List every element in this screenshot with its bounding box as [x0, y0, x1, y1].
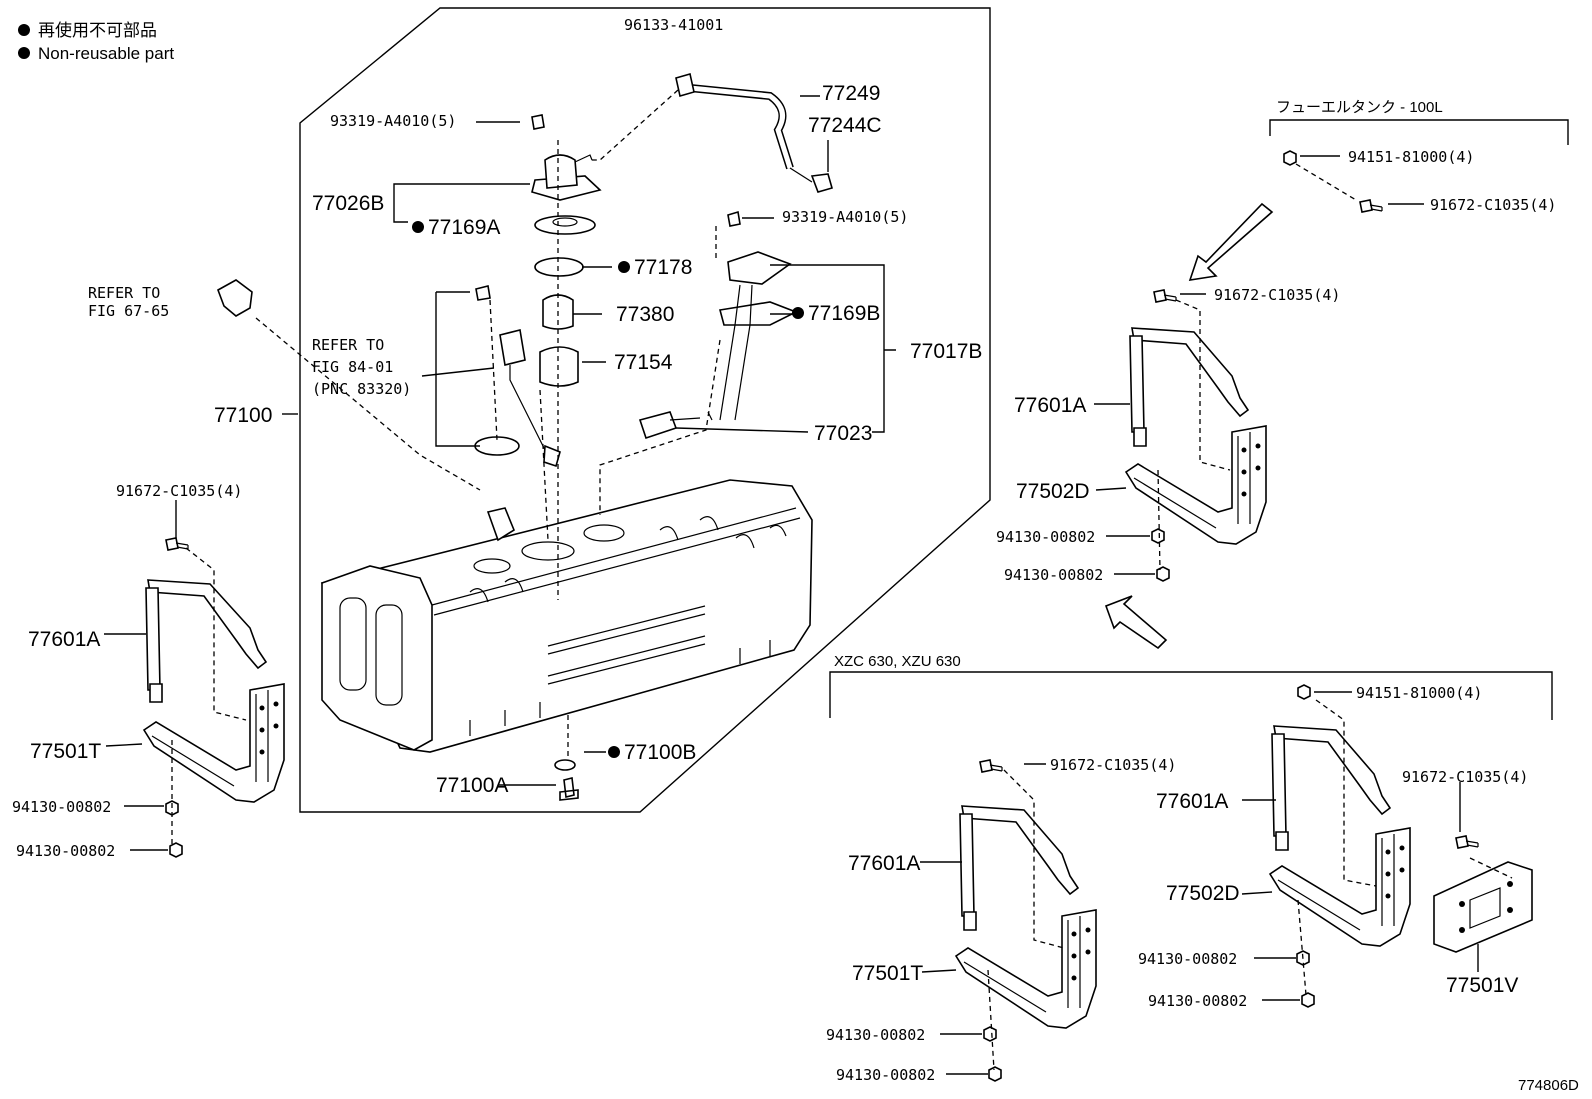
pump-assembly-part [638, 210, 798, 440]
refer-part-icon [217, 279, 253, 317]
part-91672-bm: 91672-C1035(4) [1050, 756, 1176, 774]
refer-pnc: (PNC 83320) [312, 380, 411, 398]
part-94130-br1: 94130-00802 [1138, 950, 1237, 968]
figure-id: 774806D [1518, 1077, 1579, 1094]
part-94130-left1: 94130-00802 [12, 798, 111, 816]
refer-fig-67: FIG 67-65 [88, 302, 169, 320]
non-reusable-icon [792, 307, 804, 319]
legend-bullet-icon [18, 24, 30, 36]
legend-jp: 再使用不可部品 [38, 20, 157, 40]
legend-bullet-icon [18, 47, 30, 59]
tank-100l-group [1094, 119, 1569, 650]
non-reusable-icon [412, 221, 424, 233]
fuel-tank [320, 479, 813, 753]
part-77169B: 77169B [808, 302, 880, 325]
part-94130-r1: 94130-00802 [996, 528, 1095, 546]
part-77249: 77249 [822, 82, 880, 105]
part-77154: 77154 [614, 351, 673, 374]
part-77244C: 77244C [808, 114, 882, 137]
part-77601A-left: 77601A [28, 628, 100, 651]
part-77502D-r: 77502D [1016, 480, 1090, 503]
part-94130-bm2: 94130-00802 [836, 1066, 935, 1084]
part-93319-b: 93319-A4010(5) [782, 208, 908, 226]
part-77601A-r: 77601A [1014, 394, 1086, 417]
part-94151-top: 94151-81000(4) [1348, 148, 1474, 166]
section-100l: フューエルタンク - 100L [1276, 99, 1443, 116]
part-77023: 77023 [814, 422, 872, 445]
part-77601A-br: 77601A [1156, 790, 1228, 813]
vent-hose-part [675, 72, 833, 193]
part-77380: 77380 [616, 303, 674, 326]
part-77501T-bm: 77501T [852, 962, 923, 985]
part-77502D-br: 77502D [1166, 882, 1240, 905]
non-reusable-icon [608, 746, 620, 758]
part-77100A: 77100A [436, 774, 508, 797]
part-77026B: 77026B [312, 192, 384, 215]
refer-to-84: REFER TO [312, 336, 384, 354]
non-reusable-icon [618, 261, 630, 273]
part-96133: 96133-41001 [624, 16, 723, 34]
part-77100B: 77100B [624, 741, 696, 764]
part-77169A: 77169A [428, 216, 500, 239]
part-77100: 77100 [214, 404, 272, 427]
part-77178: 77178 [634, 256, 692, 279]
part-94130-bm1: 94130-00802 [826, 1026, 925, 1044]
part-93319-a: 93319-A4010(5) [330, 112, 456, 130]
part-91672-top: 91672-C1035(4) [1430, 196, 1556, 214]
part-77017B: 77017B [910, 340, 982, 363]
leader-lines [255, 89, 896, 786]
refer-fig-84: FIG 84-01 [312, 358, 393, 376]
part-91672-left: 91672-C1035(4) [116, 482, 242, 500]
part-77501V: 77501V [1446, 974, 1518, 997]
legend-en: Non-reusable part [38, 44, 174, 63]
part-94130-left2: 94130-00802 [16, 842, 115, 860]
part-94130-r2: 94130-00802 [1004, 566, 1103, 584]
left-strap-group [104, 500, 285, 858]
part-94151-bot: 94151-81000(4) [1356, 684, 1482, 702]
xzc-xzu-group [829, 671, 1553, 1082]
part-77501T-left: 77501T [30, 740, 101, 763]
part-91672-br: 91672-C1035(4) [1402, 768, 1528, 786]
sender-gauge-part [474, 114, 602, 801]
part-91672-r: 91672-C1035(4) [1214, 286, 1340, 304]
refer-to-67: REFER TO [88, 284, 160, 302]
labels: 96133-41001 77249 77244C 93319-A4010(5) … [12, 16, 1579, 1094]
part-77601A-bm: 77601A [848, 852, 920, 875]
part-94130-br2: 94130-00802 [1148, 992, 1247, 1010]
section-xzc-xzu: XZC 630, XZU 630 [834, 653, 961, 670]
tank-group-frame [299, 7, 991, 813]
